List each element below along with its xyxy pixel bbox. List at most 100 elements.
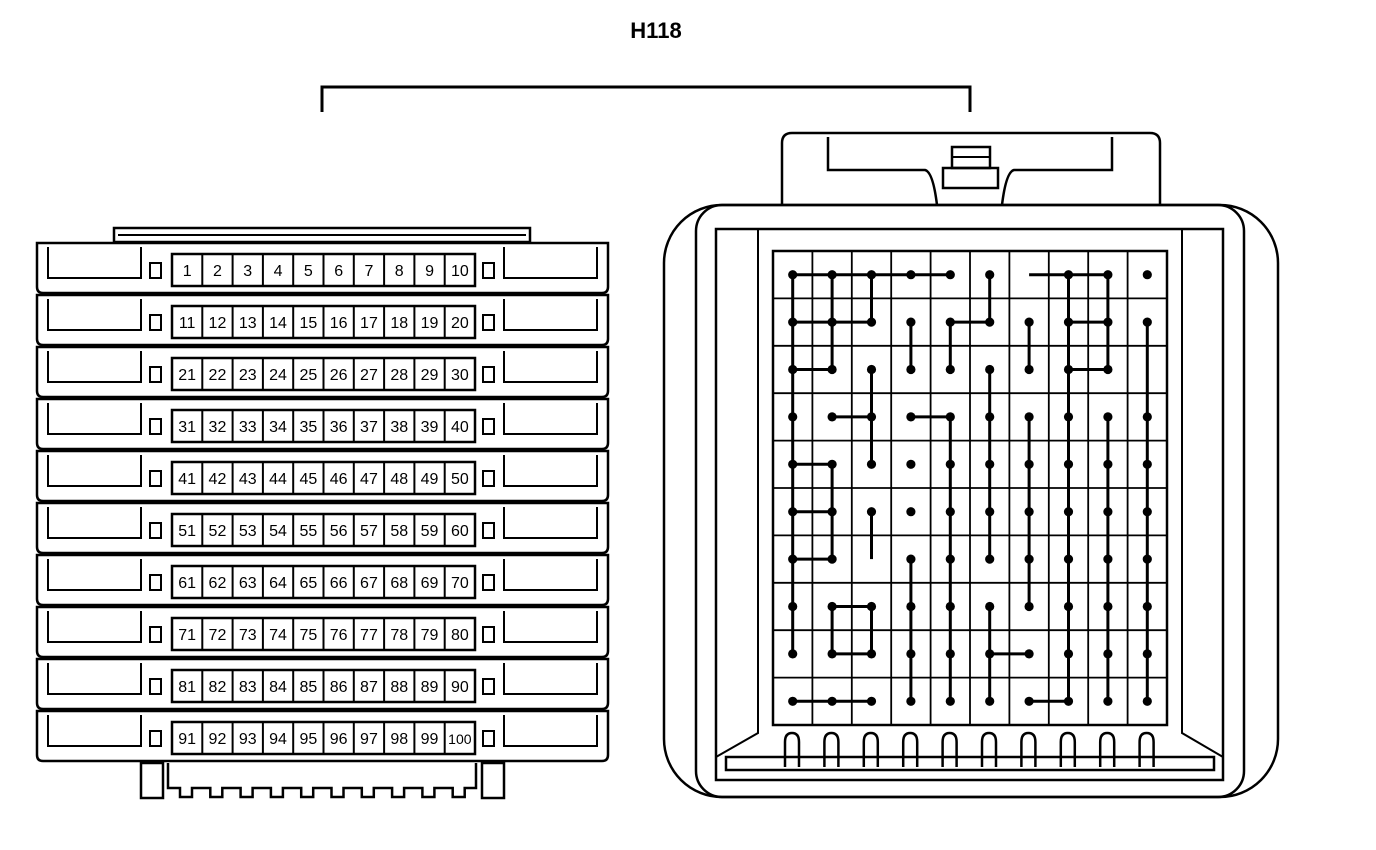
row-latch-right: [482, 522, 495, 539]
cavity-dot: [906, 459, 916, 469]
row-latch-right: [482, 418, 495, 435]
pin-number-label: 80: [451, 627, 469, 644]
keying-slot: [862, 731, 880, 767]
cavity-dot: [788, 412, 798, 422]
cavity-dot: [788, 696, 798, 706]
cavity-dot: [985, 601, 995, 612]
pin-number-label: 38: [390, 419, 408, 436]
cavity-dot: [827, 364, 837, 375]
cavity-dot: [1142, 317, 1152, 327]
cavity-dot: [1142, 649, 1152, 659]
cavity-dot: [985, 270, 995, 280]
pin-number-label: 100: [448, 731, 472, 747]
row-latch-left: [149, 366, 162, 383]
cavity-dot: [1103, 649, 1113, 659]
cavity-dot: [906, 696, 916, 706]
pin-number-label: 37: [360, 419, 378, 436]
pin-number-label: 23: [239, 367, 257, 384]
cavity-dot: [1142, 412, 1152, 422]
pin-number-label: 75: [299, 627, 317, 644]
pin-number-label: 3: [243, 263, 252, 280]
pin-number-label: 95: [299, 731, 317, 748]
pin-number-label: 61: [178, 575, 196, 592]
pin-number-label: 79: [421, 627, 439, 644]
keying-slot: [1098, 731, 1116, 767]
cavity-dot: [945, 554, 955, 564]
row-latch-left: [149, 470, 162, 487]
cavity-dot: [945, 507, 955, 517]
pin-number-label: 2: [213, 263, 222, 280]
cavity-dot: [1063, 696, 1074, 706]
cavity-dot: [1024, 601, 1034, 612]
cavity-dot: [1024, 507, 1034, 517]
cavity-dot: [985, 649, 995, 659]
pin-number-label: 44: [269, 471, 287, 488]
cavity-dot: [1063, 554, 1074, 564]
cavity-dot: [985, 364, 995, 375]
cavity-dot: [1142, 459, 1152, 469]
cavity-dot: [866, 601, 877, 612]
pin-number-label: 39: [421, 419, 439, 436]
pin-number-label: 67: [360, 575, 378, 592]
pin-number-label: 31: [178, 419, 196, 436]
pin-number-label: 57: [360, 523, 378, 540]
row-latch-left: [149, 730, 162, 747]
cavity-dot: [985, 554, 995, 564]
cavity-dot: [1142, 270, 1152, 280]
row-latch-left: [149, 678, 162, 695]
connector-face-view: [662, 131, 1280, 799]
cavity-dot: [1024, 554, 1034, 564]
cavity-dot: [1063, 270, 1074, 280]
pin-number-label: 29: [421, 367, 439, 384]
pin-number-label: 90: [451, 679, 469, 696]
pin-number-label: 84: [269, 679, 287, 696]
pin-number-label: 6: [334, 263, 343, 280]
cavity-dot: [1024, 412, 1034, 422]
cavity-dot: [945, 317, 955, 327]
pin-number-label: 59: [421, 523, 439, 540]
pin-number-label: 10: [451, 263, 469, 280]
row-latch-left: [149, 314, 162, 331]
latch-tab: [941, 166, 1000, 190]
view-bracket: [320, 85, 972, 112]
outer-shell: [662, 203, 1280, 799]
pin-number-label: 53: [239, 523, 257, 540]
keying-slot: [1059, 731, 1077, 767]
cavity-dot: [1103, 507, 1113, 517]
cavity-dot: [1103, 601, 1113, 612]
keying-slot: [823, 731, 840, 767]
cavity-dot: [906, 364, 916, 375]
row-latch-left: [149, 418, 162, 435]
cavity-dot: [1063, 649, 1074, 659]
pin-number-label: 35: [299, 419, 317, 436]
pin-number-label: 68: [390, 575, 408, 592]
row-latch-right: [482, 678, 495, 695]
cavity-dot: [1103, 459, 1113, 469]
connector-title: H118: [630, 18, 682, 43]
row-latch-right: [482, 314, 495, 331]
cavity-dot: [906, 317, 916, 327]
cavity-dot: [827, 696, 837, 706]
cavity-dot: [866, 364, 877, 375]
latch-slot: [826, 137, 1114, 206]
keying-slot: [941, 731, 958, 767]
face-bottom-bar: [724, 755, 1216, 772]
pin-number-label: 92: [209, 731, 227, 748]
pin-number-label: 25: [299, 367, 317, 384]
pin-number-label: 43: [239, 471, 257, 488]
pin-number-label: 28: [390, 367, 408, 384]
row-latch-right: [482, 262, 495, 279]
pin-number-label: 66: [330, 575, 348, 592]
pin-number-label: 5: [304, 263, 313, 280]
pin-number-label: 82: [209, 679, 227, 696]
cavity-dot: [1142, 507, 1152, 517]
pin-number-label: 98: [390, 731, 408, 748]
left-guide: [715, 229, 759, 758]
pin-number-label: 22: [209, 367, 227, 384]
row-latch-left: [149, 522, 162, 539]
